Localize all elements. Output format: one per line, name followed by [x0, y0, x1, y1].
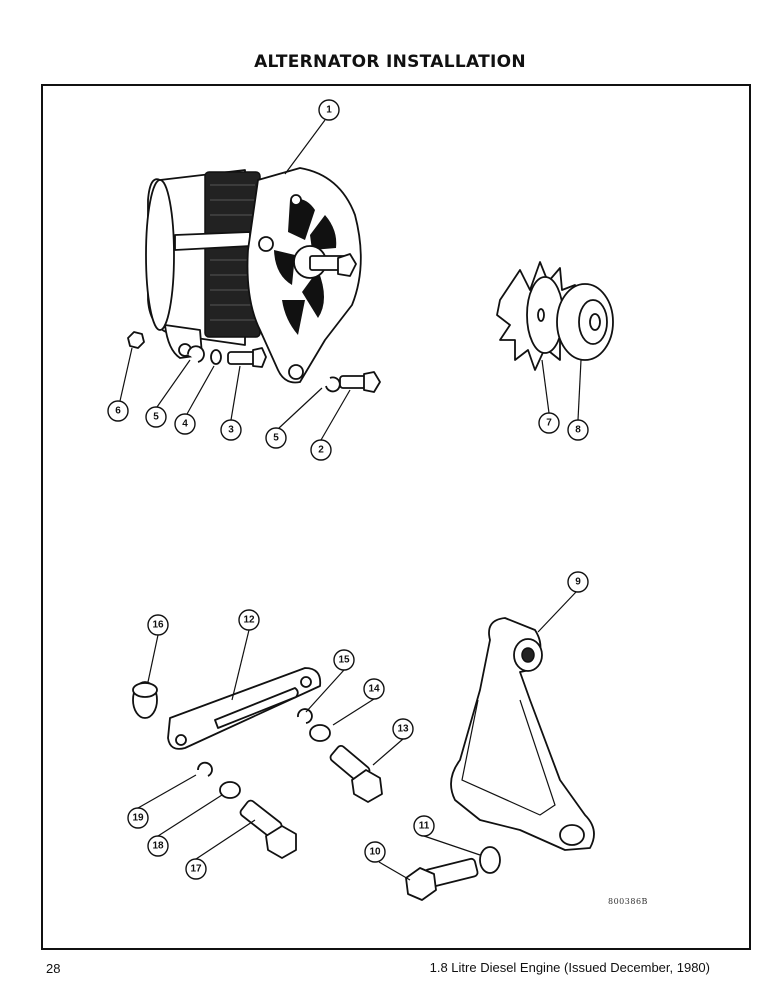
- figure-frame: [41, 84, 751, 950]
- svg-text:14: 14: [368, 684, 380, 695]
- adjusting-link-assembly: [132, 667, 383, 859]
- washer-11: [479, 846, 501, 874]
- svg-text:2: 2: [318, 445, 324, 456]
- washer-4: [210, 349, 222, 365]
- callout-15: 15: [333, 649, 355, 671]
- document-title: 1.8 Litre Diesel Engine (Issued December…: [429, 960, 710, 975]
- svg-text:5: 5: [273, 433, 279, 444]
- clip-5-right: [325, 376, 341, 393]
- clip-19: [197, 761, 213, 777]
- callout-16: 16: [147, 614, 169, 636]
- leader-lines: [119, 119, 582, 881]
- callout-3: 3: [220, 419, 242, 441]
- washer-18: [219, 781, 241, 799]
- bolt-and-washer-lower: [405, 846, 501, 901]
- svg-text:5: 5: [153, 412, 159, 423]
- svg-text:16: 16: [152, 620, 164, 631]
- figure-reference-code: 800386B: [608, 897, 648, 906]
- nut-6: [127, 331, 145, 349]
- callout-17: 17: [185, 858, 207, 880]
- callout-6: 6: [107, 400, 129, 422]
- fan-and-pulley: [496, 261, 614, 371]
- svg-text:4: 4: [182, 419, 188, 430]
- svg-text:8: 8: [575, 425, 581, 436]
- callout-18: 18: [147, 835, 169, 857]
- svg-text:19: 19: [132, 813, 144, 824]
- callout-11: 11: [413, 815, 435, 837]
- fasteners-upper: [127, 331, 381, 393]
- callout-2: 2: [310, 439, 332, 461]
- clip-5-left: [187, 345, 205, 363]
- bolt-3: [227, 351, 257, 365]
- page-title: ALTERNATOR INSTALLATION: [254, 52, 526, 72]
- page-number: 28: [46, 961, 61, 976]
- callout-9: 9: [567, 571, 589, 593]
- svg-text:13: 13: [397, 724, 409, 735]
- svg-text:15: 15: [338, 655, 350, 666]
- svg-text:11: 11: [419, 821, 430, 832]
- callout-1: 1: [318, 99, 340, 121]
- svg-text:9: 9: [575, 577, 581, 588]
- callout-5-right: 5: [265, 427, 287, 449]
- svg-text:6: 6: [115, 406, 121, 417]
- svg-text:17: 17: [190, 864, 202, 875]
- svg-text:18: 18: [152, 841, 164, 852]
- callout-19: 19: [127, 807, 149, 829]
- svg-text:10: 10: [369, 847, 381, 858]
- callout-14: 14: [363, 678, 385, 700]
- callout-7: 7: [538, 412, 560, 434]
- callout-10: 10: [364, 841, 386, 863]
- mounting-bracket: [450, 617, 595, 851]
- svg-text:7: 7: [546, 418, 552, 429]
- callout-8: 8: [567, 419, 589, 441]
- svg-text:1: 1: [326, 105, 332, 116]
- callout-13: 13: [392, 718, 414, 740]
- svg-text:3: 3: [228, 425, 234, 436]
- svg-text:12: 12: [243, 615, 255, 626]
- callout-12: 12: [238, 609, 260, 631]
- washer-14: [309, 724, 331, 742]
- callout-4: 4: [174, 413, 196, 435]
- alternator-illustration: [145, 167, 362, 384]
- clip-15: [297, 708, 313, 724]
- callout-5-left: 5: [145, 406, 167, 428]
